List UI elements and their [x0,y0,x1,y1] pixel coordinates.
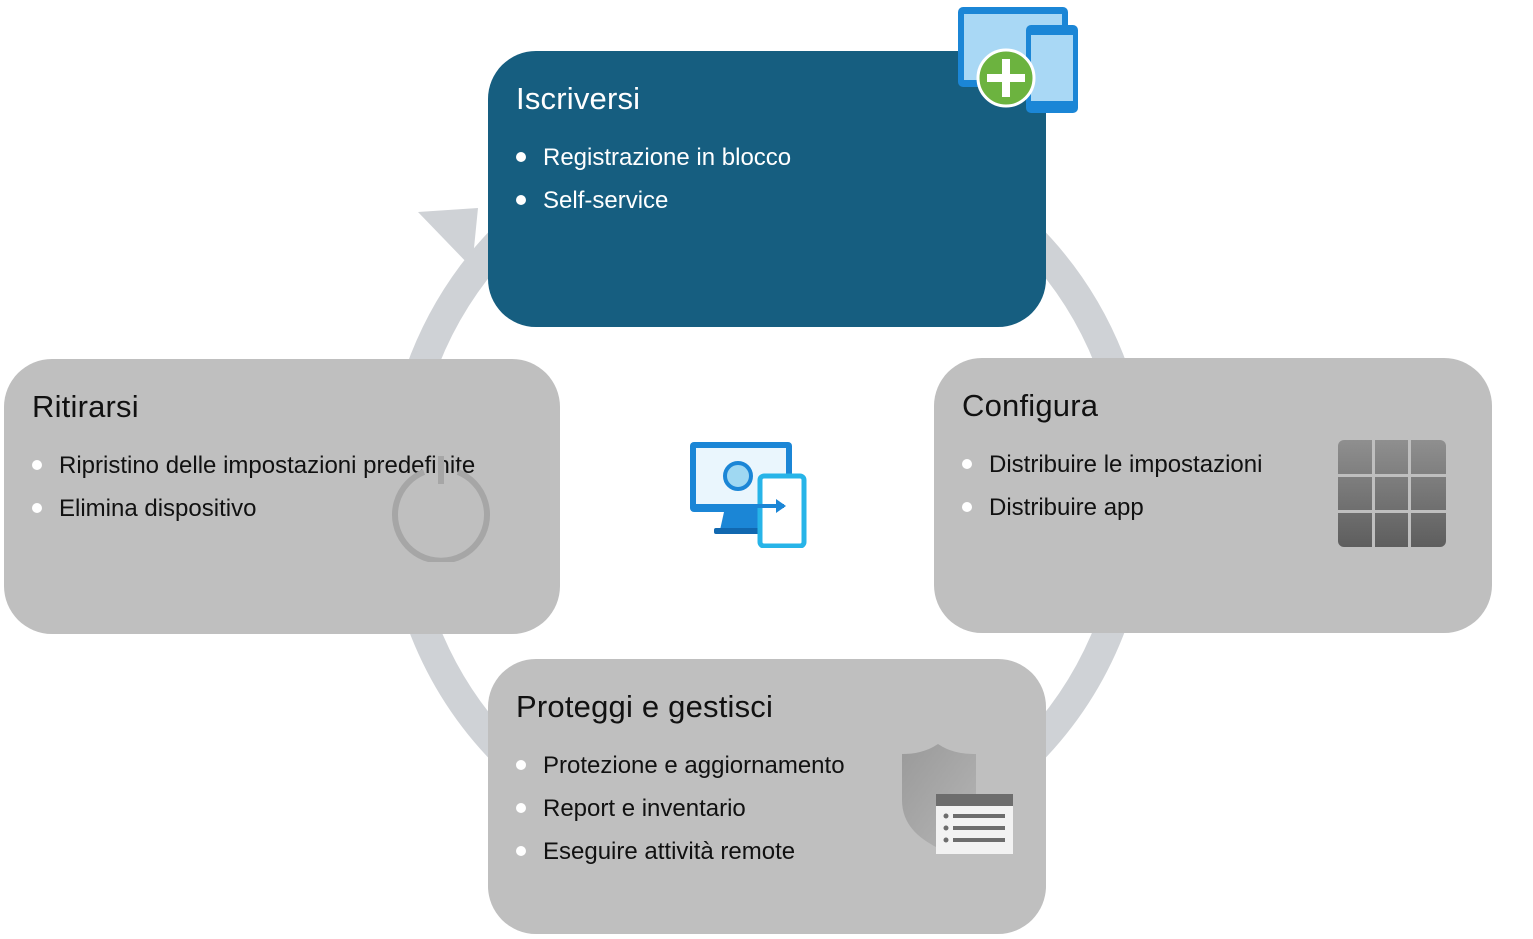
stage-list-protect: Protezione e aggiornamento Report e inve… [516,751,1018,866]
power-icon [392,456,490,562]
stage-title-retire: Ritirarsi [32,389,139,424]
grid-apps-icon [1338,440,1446,547]
stage-list-enroll: Registrazione in blocco Self-service [516,143,1018,215]
stage-item: Distribuire le impostazioni [962,450,1464,479]
stage-list-retire: Ripristino delle impostazioni predefinit… [32,451,532,523]
shield-list-icon [902,744,1013,854]
stage-list-configure: Distribuire le impostazioni Distribuire … [962,450,1464,522]
stage-card-configure: Configura Distribuire le impostazioni Di… [934,358,1492,633]
stage-card-retire: Ritirarsi Ripristino delle impostazioni … [4,359,560,634]
stage-item: Registrazione in blocco [516,143,1018,172]
stage-item: Distribuire app [962,493,1464,522]
stage-title-configure: Configura [962,388,1099,423]
stage-item: Self-service [516,186,1018,215]
stage-card-enroll: Iscriversi Registrazione in blocco Self-… [488,51,1046,327]
stage-item: Report e inventario [516,794,1018,823]
stage-item: Elimina dispositivo [32,494,532,523]
stage-item: Eseguire attività remote [516,837,1018,866]
stage-item: Ripristino delle impostazioni predefinit… [32,451,532,480]
stage-item: Protezione e aggiornamento [516,751,1018,780]
ring-arrowhead [418,208,478,268]
stage-title-enroll: Iscriversi [516,81,641,116]
device-add-icon [958,7,1078,113]
stage-title-protect: Proteggi e gestisci [516,689,774,724]
endpoint-manager-icon [690,442,807,548]
